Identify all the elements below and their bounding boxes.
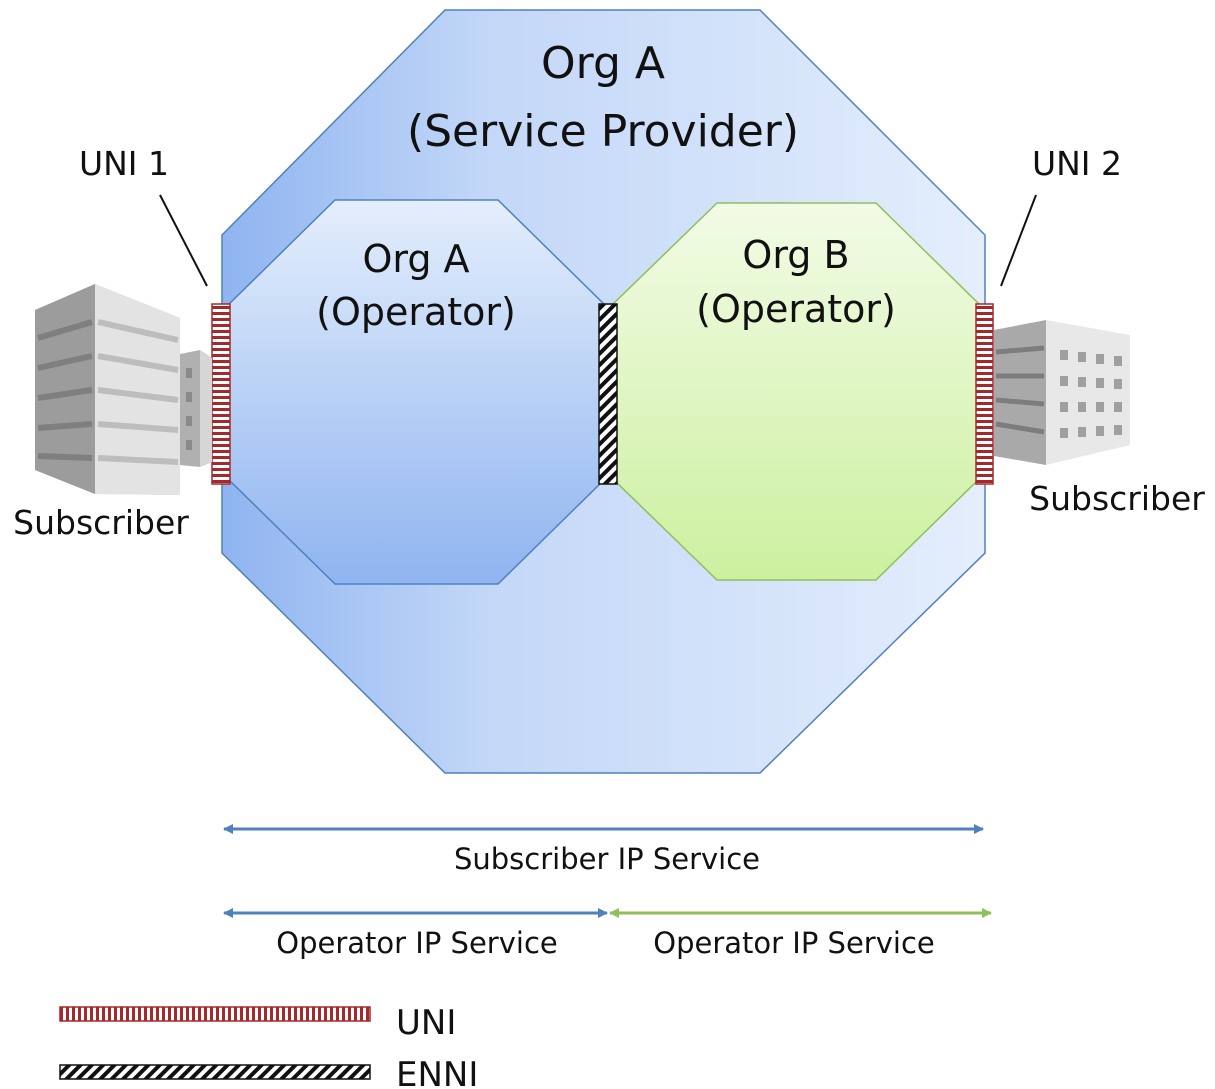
operator-b-title: Org B: [742, 233, 849, 277]
subscriber-left-label: Subscriber: [13, 503, 189, 542]
uni-2-label: UNI 2: [1032, 144, 1122, 183]
uni-1-leader-line: [159, 194, 208, 287]
building-left-icon: [35, 284, 212, 495]
uni-2-leader-line: [1000, 194, 1037, 287]
operator-b-subtitle: (Operator): [696, 287, 896, 331]
service-provider-title: Org A: [541, 38, 665, 89]
legend-uni-label: UNI: [396, 1003, 456, 1043]
operator-service-b-label: Operator IP Service: [653, 926, 934, 960]
subscriber-service-label: Subscriber IP Service: [454, 842, 760, 876]
operator-service-a-label: Operator IP Service: [276, 926, 557, 960]
operator-a-title: Org A: [362, 237, 469, 281]
uni-1-label: UNI 1: [79, 144, 169, 183]
uni-1-interface: [211, 303, 231, 485]
enni-interface: [598, 303, 618, 485]
service-provider-subtitle: (Service Provider): [407, 106, 799, 157]
legend-enni-label: ENNI: [396, 1055, 478, 1089]
legend-enni-swatch: [59, 1064, 371, 1080]
building-right-icon: [994, 320, 1130, 465]
uni-2-interface: [975, 303, 994, 485]
operator-a-subtitle: (Operator): [316, 290, 516, 334]
legend-uni-swatch: [59, 1006, 371, 1022]
subscriber-right-label: Subscriber: [1029, 479, 1205, 518]
